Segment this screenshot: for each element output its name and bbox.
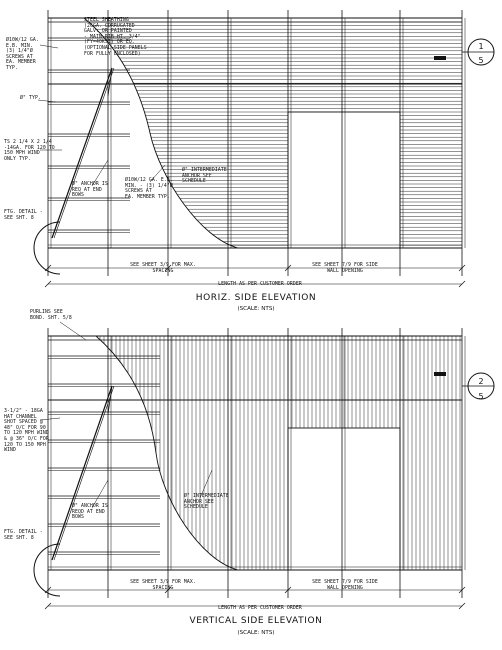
dimension-tick — [164, 264, 172, 272]
leader-line — [199, 469, 213, 499]
dimension-tick — [458, 264, 466, 272]
diagonal-brace — [51, 385, 113, 561]
brace-web — [107, 385, 113, 415]
dimension-tick — [458, 280, 466, 288]
cutaway-curve-2 — [95, 335, 239, 571]
length-note-2: LENGTH AS PER CUSTOMER ORDER — [218, 606, 302, 611]
screws-top-note: Ø10W/12 GA. E.B. MIN. (3) 1/4"Ø SCREWS A… — [6, 38, 39, 71]
dimension-tick — [458, 586, 466, 594]
diagonal-brace-inner — [53, 67, 115, 239]
length-note: LENGTH AS PER CUSTOMER ORDER — [218, 282, 302, 287]
footing-detail-note-2: FTG. DETAIL - SEE SHT. 8 — [4, 530, 43, 541]
leader-line — [91, 479, 109, 509]
footing-detail-circle-1 — [33, 221, 61, 275]
elevation-1-title: HORIZ. SIDE ELEVATION — [195, 293, 317, 303]
dimension-tick — [44, 280, 52, 288]
leader-line — [149, 164, 166, 183]
spacing-note-2: SEE SHEET 3/9 FOR MAX. SPACING — [130, 580, 196, 591]
leader-line — [39, 417, 61, 421]
anchor-intermediate-note: Ø" INTERMEDIATE ANCHOR SEE SCHEDULE — [182, 168, 227, 185]
dimension-tick — [44, 602, 52, 610]
leader-line — [59, 321, 87, 341]
marker-1-number: 1 — [478, 42, 484, 51]
leader-line — [91, 159, 109, 187]
leader-line — [37, 99, 57, 103]
anchor-end-note-2: Ø" ANCHOR IS REQD AT END BOWS — [72, 504, 108, 521]
typ-note: Ø" TYP. — [20, 96, 41, 101]
elevation-2-title: VERTICAL SIDE ELEVATION — [189, 616, 323, 626]
wall-opening-2 — [287, 427, 401, 571]
dimension-tick — [458, 602, 466, 610]
marker-2-number: 2 — [478, 377, 484, 386]
hat-channel-note: 3-1/2" - 18GA HAT CHANNEL SHOT SPACED @ … — [4, 409, 49, 454]
leader-line — [39, 44, 59, 49]
elevation-2 — [33, 321, 495, 610]
dimension-tick — [284, 586, 292, 594]
elevation-1 — [33, 10, 495, 288]
footing-detail-circle-2 — [33, 543, 61, 597]
sheathing-note: STEEL SHEATHING (26GA. CORRUGATED GALV. … — [84, 18, 147, 57]
wall-opening-1 — [287, 111, 401, 249]
marker-1-sheet: 5 — [478, 56, 484, 65]
elevation-2-scale: (SCALE: NTS) — [237, 630, 275, 636]
wall-opening-note: SEE SHEET 7/9 FOR SIDE WALL OPENING — [312, 263, 378, 274]
elevation-1-scale: (SCALE: NTS) — [237, 306, 275, 312]
diagonal-brace-inner — [53, 385, 115, 561]
diagonal-brace — [51, 67, 113, 239]
cutaway-curve-1 — [83, 17, 239, 249]
screws-mid-note: Ø10W/12 GA. E.B. MIN. - (3) 1/4"Ø SCREWS… — [125, 178, 173, 200]
anchor-end-note: Ø" ANCHOR IS REQ AT END BOWS — [72, 182, 108, 199]
brace-web — [107, 67, 113, 97]
panel-tag-2 — [434, 372, 446, 376]
dimension-tick — [44, 586, 52, 594]
footing-detail-note: FTG. DETAIL - SEE SHT. 8 — [4, 210, 43, 221]
anchor-intermediate-note-2: Ø" INTERMEDIATE ANCHOR SEE SCHEDULE — [184, 494, 229, 511]
panel-tag-1 — [434, 56, 446, 60]
dimension-tick — [44, 264, 52, 272]
dimension-tick — [164, 586, 172, 594]
purlins-note: PURLINS SEE BOND. SHT. 5/8 — [30, 310, 72, 321]
wall-opening-note-2: SEE SHEET 7/9 FOR SIDE WALL OPENING — [312, 580, 378, 591]
marker-2-sheet: 5 — [478, 392, 484, 401]
spacing-note: SEE SHEET 3/9 FOR MAX. SPACING — [130, 263, 196, 274]
dimension-tick — [284, 264, 292, 272]
tube-note: TS 2 1/4 X 2 1/4 -14GA. FOR 120 TO 150 M… — [4, 140, 55, 162]
